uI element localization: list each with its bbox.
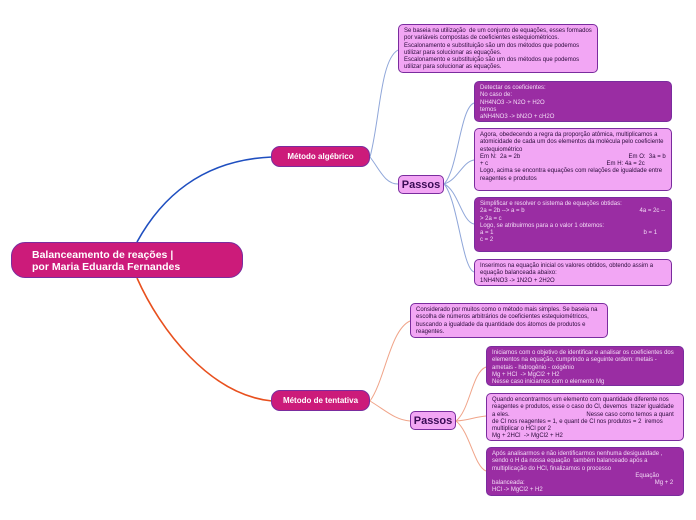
- link-tentativa-passos: [369, 400, 411, 422]
- algebrico-step-2[interactable]: Agora, obedecendo a regra da proporção a…: [474, 128, 672, 191]
- link-passos1-step1: [443, 102, 475, 185]
- tentativa-step-1[interactable]: Iniciamos com o objetivo de identificar …: [486, 346, 684, 386]
- tentativa-step-3[interactable]: Após analisarmos e não identificarmos ne…: [486, 447, 684, 496]
- link-passos2-step2: [455, 415, 487, 422]
- link-root-tentativa: [136, 277, 273, 402]
- algebrico-step-4[interactable]: Inserimos na equação inicial os valores …: [474, 259, 672, 286]
- tentativa-description[interactable]: Considerado por muitos como o método mai…: [410, 303, 608, 338]
- branch-metodo-algebrico[interactable]: Método algébrico: [271, 146, 370, 167]
- link-passos1-step4: [443, 183, 475, 273]
- link-algebrico-description: [369, 49, 399, 158]
- root-topic[interactable]: Balanceamento de reações | por Maria Edu…: [11, 242, 243, 278]
- tentativa-step-2[interactable]: Quando encontrarmos um elemento com quan…: [486, 393, 684, 441]
- algebrico-step-3[interactable]: Simplificar e resolver o sistema de equa…: [474, 197, 672, 252]
- link-passos2-step1: [455, 366, 487, 422]
- branch-label: Método de tentativa: [282, 396, 359, 405]
- link-root-algebrico: [136, 156, 273, 243]
- passos-label: Passos: [413, 414, 453, 427]
- link-algebrico-passos: [369, 156, 399, 185]
- link-passos2-step3: [455, 420, 487, 472]
- tentativa-passos[interactable]: Passos: [410, 411, 456, 430]
- algebrico-description[interactable]: Se baseia na utilização de um conjunto d…: [398, 24, 598, 73]
- link-passos1-step2: [443, 159, 475, 185]
- algebrico-passos[interactable]: Passos: [398, 175, 444, 194]
- algebrico-step-1[interactable]: Detectar os coeficientes: No caso de: NH…: [474, 81, 672, 122]
- link-passos1-step3: [443, 183, 475, 225]
- root-title-line1: Balanceamento de reações |: [32, 249, 174, 261]
- link-tentativa-description: [369, 320, 411, 402]
- branch-label: Método algébrico: [287, 152, 354, 161]
- passos-label: Passos: [401, 178, 441, 191]
- branch-metodo-tentativa[interactable]: Método de tentativa: [271, 390, 370, 411]
- root-title-line2: por Maria Eduarda Fernandes: [32, 261, 181, 273]
